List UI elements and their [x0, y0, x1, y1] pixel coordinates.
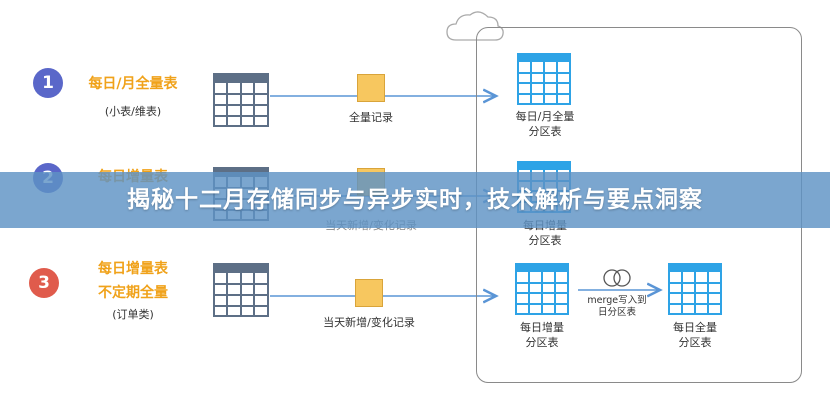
source-table-icon-1	[213, 73, 269, 127]
square-caption-1: 全量记录	[349, 111, 393, 124]
cloud-icon	[446, 11, 504, 41]
source-table-icon-3	[213, 263, 269, 317]
row1-sub-label: (小表/维表)	[104, 105, 162, 118]
row3-label-line1: 每日增量表	[98, 261, 168, 277]
target-caption-3: 每日增量 分区表	[497, 320, 587, 350]
target-table-icon-1	[517, 53, 571, 105]
target-caption-2-line2: 分区表	[528, 234, 562, 247]
title-banner	[0, 172, 830, 228]
square-caption-3: 当天新增/变化记录	[323, 316, 415, 329]
row3-label-line2: 不定期全量	[98, 285, 168, 301]
merge-icon	[603, 269, 631, 287]
merged-target-caption: 每日全量 分区表	[650, 320, 740, 350]
banner-title: 揭秘十二月存储同步与异步实时，技术解析与要点洞察	[127, 187, 703, 213]
row3-sub-label: (订单类)	[112, 308, 154, 321]
record-square-1	[357, 74, 385, 102]
target-caption-1: 每日/月全量 分区表	[500, 109, 590, 139]
target-caption-1-line2: 分区表	[528, 125, 562, 138]
merge-caption-line1: merge写入到	[587, 295, 647, 306]
merged-target-caption-line2: 分区表	[678, 336, 712, 349]
row1-label: 每日/月全量表	[88, 76, 178, 92]
record-square-3	[355, 279, 383, 307]
merge-caption: merge写入到 日分区表	[572, 295, 662, 319]
target-caption-3-line1: 每日增量	[520, 321, 564, 334]
target-caption-3-line2: 分区表	[525, 336, 559, 349]
step-number-3: 3	[29, 268, 59, 298]
target-table-icon-3	[515, 263, 569, 315]
merge-caption-line2: 日分区表	[597, 307, 636, 318]
target-caption-1-line1: 每日/月全量	[515, 110, 575, 123]
merged-table-icon	[668, 263, 722, 315]
step-number-1: 1	[33, 68, 63, 98]
merged-target-caption-line1: 每日全量	[673, 321, 717, 334]
